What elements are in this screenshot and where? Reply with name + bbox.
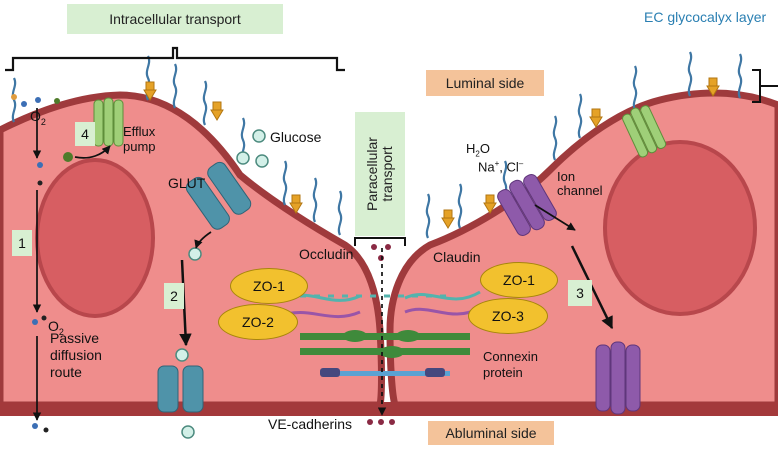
- route-arrows: [32, 108, 614, 421]
- glycocalyx-label: EC glycocalyx layer: [644, 9, 767, 25]
- right-nucleus: [603, 140, 757, 316]
- route-4-badge: 4: [75, 122, 95, 146]
- abluminal-side-label: Abluminal side: [428, 421, 554, 445]
- zo1-left-oval: ZO-1: [230, 268, 308, 304]
- glucose-label: Glucose: [270, 129, 322, 145]
- occludin-label: Occludin: [299, 246, 354, 262]
- claudin-label: Claudin: [433, 249, 481, 265]
- ion-channel-basal: [595, 341, 641, 415]
- left-nucleus: [35, 158, 155, 318]
- glut-transporter: [185, 161, 252, 230]
- zo3-right-oval: ZO-3: [468, 298, 548, 334]
- connexin-label: Connexin protein: [483, 349, 538, 380]
- efflux-pump-right: [622, 105, 667, 158]
- intracellular-transport-label: Intracellular transport: [67, 4, 283, 34]
- basement-membrane-cover: [0, 402, 778, 416]
- glycoprotein-receptors: [143, 77, 720, 229]
- ions-label: Na+, Cl–: [478, 159, 524, 175]
- paracellular-transport-box: Paracellular transport: [355, 112, 405, 236]
- intracellular-brace: [5, 46, 345, 72]
- glucose-molecules: [175, 129, 269, 439]
- route-1-badge: 1: [12, 230, 32, 256]
- route-2-badge: 2: [164, 283, 184, 309]
- glut-label: GLUT: [168, 175, 206, 191]
- paracellular-transport-label: Paracellular transport: [364, 137, 395, 211]
- oxygen-dots: [11, 94, 49, 433]
- efflux-pump-label: Efflux pump: [123, 124, 156, 154]
- ion-channel-label: Ion channel: [557, 169, 603, 198]
- paracellular-bracket: [354, 237, 406, 246]
- efflux-substrate: [54, 98, 73, 162]
- glut-transporter-basal: [157, 365, 204, 413]
- luminal-side-label: Luminal side: [426, 70, 544, 96]
- ion-channel: [497, 174, 557, 236]
- route-3-badge: 3: [568, 280, 592, 306]
- o2-mid-label: O2: [48, 318, 64, 337]
- o2-top-label: O2: [30, 108, 46, 127]
- passive-diffusion-label: Passive diffusion route: [50, 330, 102, 380]
- adherens-junction: [300, 330, 470, 377]
- ve-cadherins-label: VE-cadherins: [268, 416, 353, 432]
- zo2-left-oval: ZO-2: [218, 304, 298, 340]
- h2o-label: H2O: [466, 141, 490, 159]
- zo1-right-oval: ZO-1: [480, 262, 558, 298]
- efflux-pump: [93, 97, 124, 147]
